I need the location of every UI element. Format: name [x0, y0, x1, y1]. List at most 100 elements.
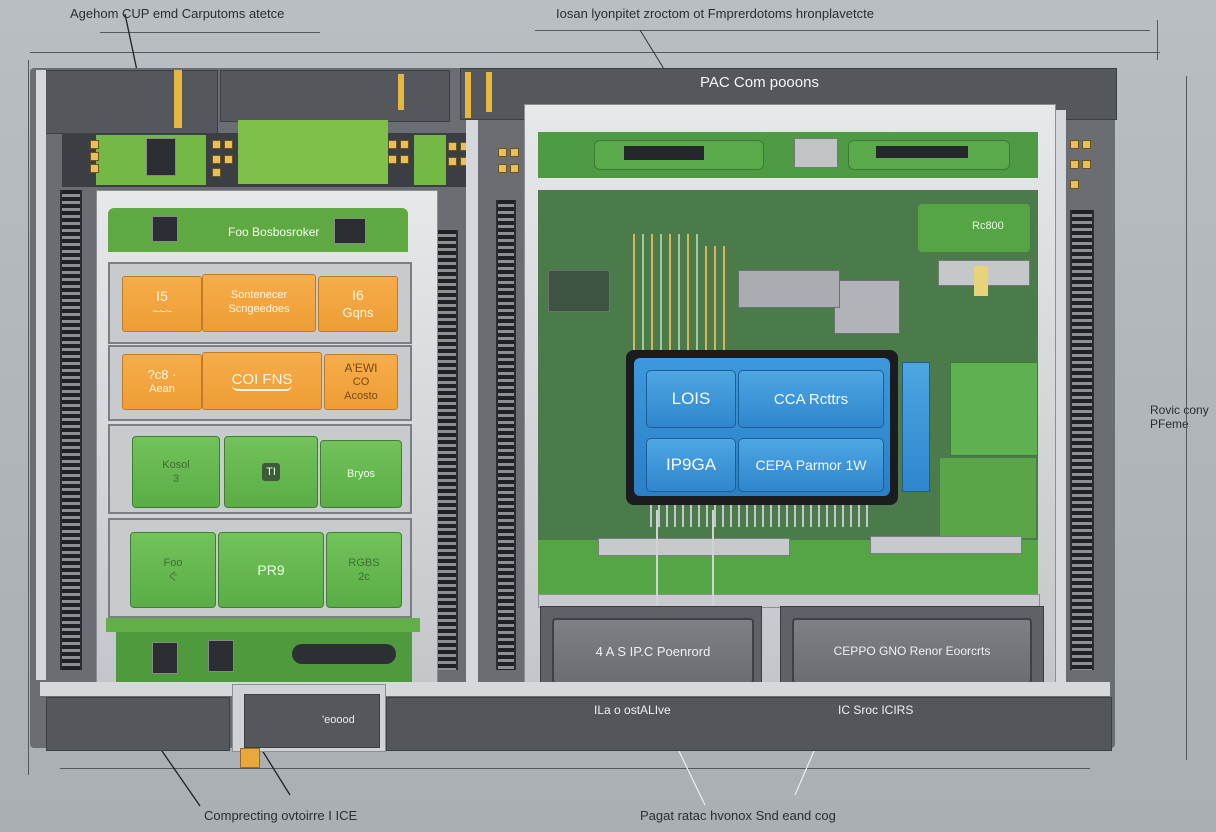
gold-lead	[660, 234, 662, 352]
module-orange-2-3: A'EWI CO Acosto	[324, 354, 398, 410]
solder-pad	[90, 164, 99, 173]
gold-post	[398, 74, 404, 110]
solder-pad	[400, 140, 409, 149]
board-chip	[152, 642, 178, 674]
chip-cell-label: IP9GA	[665, 455, 717, 474]
bottom-label-right: IC Sroc ICIRS	[838, 703, 914, 717]
caption-side-right: Rovic cony PFeme	[1150, 403, 1209, 431]
solder-pad	[90, 140, 99, 149]
chip-cell-label: LOIS	[671, 389, 711, 408]
chip-cell-2: CCA Rcttrs	[738, 370, 884, 428]
dimension-line-top-left	[100, 32, 320, 33]
chip-cell-1: LOIS	[646, 370, 736, 428]
dimension-line-top	[30, 52, 1160, 53]
connector-housing	[848, 140, 1010, 170]
right-rail	[1054, 110, 1066, 690]
gold-post	[486, 72, 492, 112]
solder-pad	[510, 148, 519, 157]
heatsink-block	[834, 280, 900, 334]
module-label: Sontenecer	[230, 289, 288, 302]
gold-lead	[669, 234, 671, 352]
bottom-panel-left	[46, 697, 230, 751]
module-label: PR9	[257, 561, 285, 578]
module-label: Bryos	[346, 467, 376, 480]
dimension-line-right	[1186, 76, 1187, 760]
module-orange-1-2: Sontenecer Scngeedoes	[202, 274, 316, 332]
top-pcb-panel	[238, 120, 388, 184]
bottom-panel-right	[386, 697, 1112, 751]
solder-pad	[448, 157, 457, 166]
wire	[656, 510, 658, 608]
solder-pad	[1070, 180, 1079, 189]
gold-lead	[678, 234, 680, 352]
caption-bottom-left: Comprecting ovtoirre I ICE	[204, 808, 358, 823]
side-blue-card	[902, 362, 930, 492]
wire	[712, 510, 714, 608]
pcb-strip	[106, 618, 420, 632]
solder-pad	[1070, 140, 1079, 149]
gold-lead	[642, 234, 644, 352]
module-label: COI FNS	[231, 371, 293, 392]
divider-rail	[466, 120, 478, 690]
heatsink-block	[738, 270, 840, 308]
module-green-1-3: Bryos	[320, 440, 402, 508]
module-sublabel: Scngeedoes	[228, 303, 290, 315]
module-green-2-3: RGBS 2c	[326, 532, 402, 608]
solder-pad	[498, 148, 507, 157]
module-green-2-2: PR9	[218, 532, 324, 608]
module-orange-2-1: ?c8 · Aean	[122, 354, 202, 410]
caption-side-right-line1: Rovic cony	[1150, 403, 1209, 417]
solder-pad	[224, 155, 233, 164]
solder-pad	[388, 155, 397, 164]
vent-middle-left	[436, 230, 458, 670]
solder-pad	[212, 168, 221, 177]
dimension-tick-right	[1157, 20, 1158, 60]
gold-lead	[723, 246, 725, 352]
chip-cell-4: CEPA Parmor 1W	[738, 438, 884, 492]
gold-lead	[633, 234, 635, 352]
solder-pad	[90, 152, 99, 161]
green-block	[940, 458, 1036, 538]
module-label: A'EWI	[344, 360, 378, 375]
chassis-header-title: PAC Com pooons	[700, 74, 819, 91]
chip-cell-3: IP9GA	[646, 438, 736, 492]
caption-side-right-line2: PFeme	[1150, 417, 1189, 431]
green-block	[950, 362, 1038, 456]
gold-post	[174, 70, 182, 128]
component-chip	[548, 270, 610, 312]
module-green-1-2: TI	[224, 436, 318, 508]
right-subboard	[918, 204, 1030, 252]
left-rail	[36, 70, 46, 680]
module-green-2-1: Foo ぐ	[130, 532, 216, 608]
module-sublabel: CO	[352, 375, 370, 388]
connector-slot	[624, 146, 704, 160]
bay-button-label: CEPPO GNO Renor Eoorcrts	[833, 644, 991, 658]
solder-pad	[1082, 160, 1091, 169]
top-pcb-block	[414, 135, 446, 185]
gold-lead	[687, 234, 689, 352]
bay-button-label: 4 A S IP.C Poenrord	[595, 643, 711, 659]
capacitor	[974, 266, 988, 296]
gold-lead	[651, 234, 653, 352]
orange-tab[interactable]	[240, 748, 260, 768]
gold-post	[465, 72, 471, 118]
solder-pad	[448, 142, 457, 151]
dimension-line-left	[28, 60, 29, 775]
solder-pad	[388, 140, 397, 149]
module-label: Foo	[163, 556, 183, 569]
bay-button-left[interactable]: 4 A S IP.C Poenrord	[552, 618, 754, 684]
module-sublabel: Gqns	[342, 304, 374, 320]
connector-port	[292, 644, 396, 664]
dimension-line-bottom	[60, 768, 1090, 769]
bay-button-right[interactable]: CEPPO GNO Renor Eoorcrts	[792, 618, 1032, 684]
module-label: I6	[352, 287, 364, 304]
gold-lead	[714, 246, 716, 352]
module-label: I5	[156, 288, 168, 305]
right-board-label: Rc800	[972, 220, 1004, 232]
solder-pad	[510, 164, 519, 173]
memory-chip	[146, 138, 176, 176]
solder-pad	[1070, 160, 1079, 169]
solder-pad	[400, 155, 409, 164]
vent-right	[1070, 210, 1094, 670]
module-sublabel: 3	[172, 473, 180, 485]
